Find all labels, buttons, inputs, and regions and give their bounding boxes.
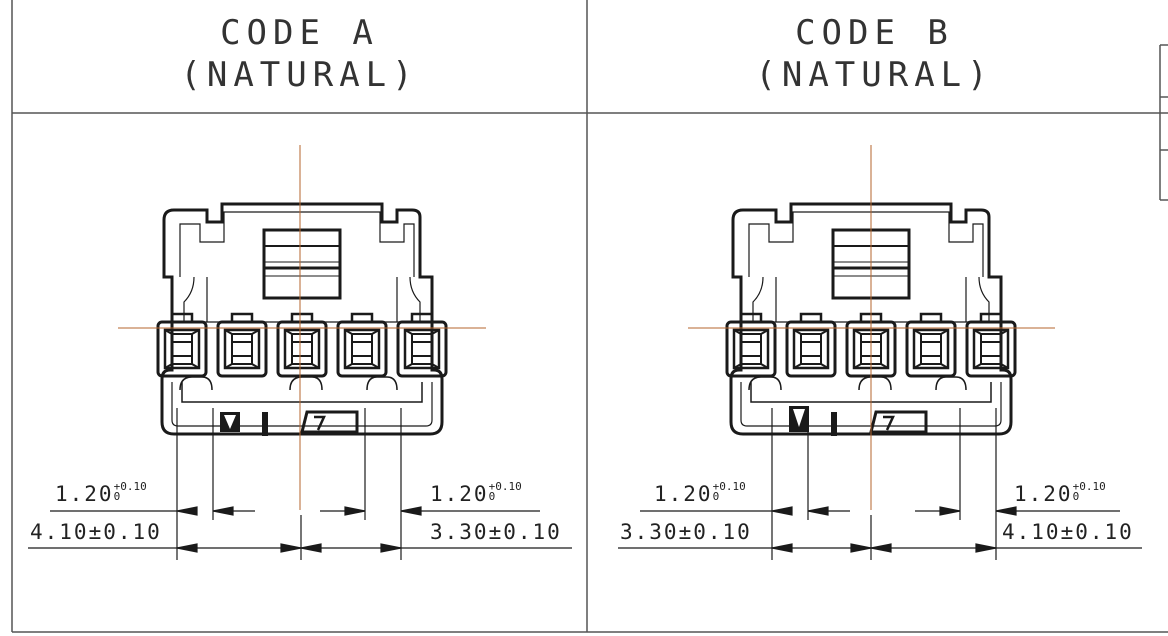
panel-a-title: CODE A (NATURAL) — [12, 12, 587, 96]
connector-code-a — [156, 202, 448, 436]
panel-b-title: CODE B (NATURAL) — [587, 12, 1162, 96]
connector-code-b — [725, 202, 1017, 436]
panel-a-material: (NATURAL) — [180, 55, 419, 95]
dimension-lines-b — [618, 408, 1142, 560]
panel-b-code: CODE B — [795, 13, 954, 53]
centerlines — [118, 145, 1055, 510]
dimension-lines-a — [28, 408, 572, 560]
panel-a-dim-lower-right: 3.30±0.10 — [430, 520, 562, 544]
panel-a-code: CODE A — [220, 13, 379, 53]
panel-b-dim-lower-left: 3.30±0.10 — [620, 520, 752, 544]
panel-b-material: (NATURAL) — [755, 55, 994, 95]
table-frame — [11, 0, 1168, 633]
panel-b-dim-lower-right: 4.10±0.10 — [1002, 520, 1134, 544]
panel-a-dim-lower-left: 4.10±0.10 — [30, 520, 162, 544]
